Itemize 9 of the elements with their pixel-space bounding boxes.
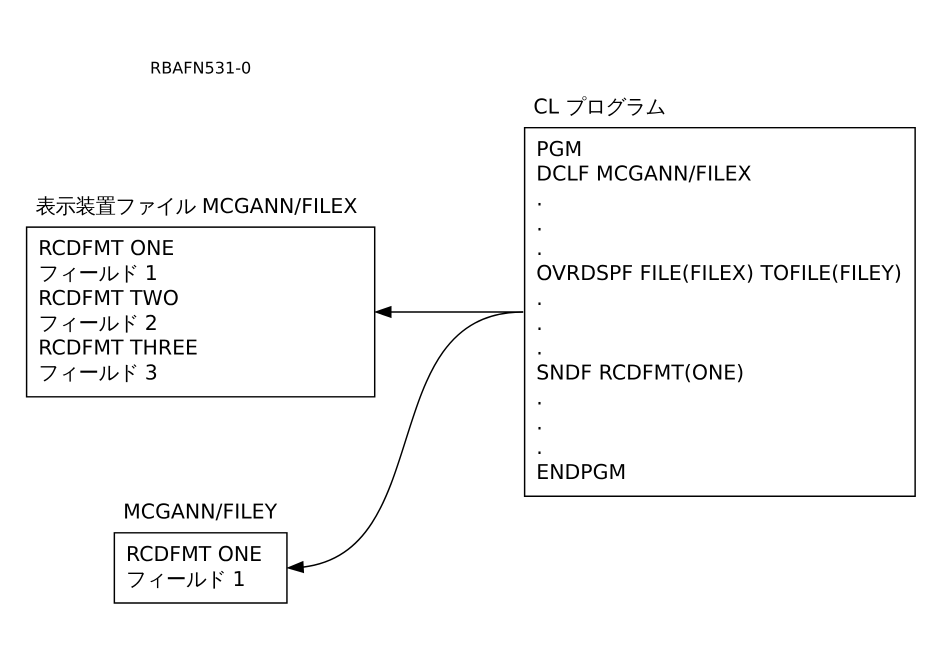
- node-box: RCDFMT ONE フィールド 1 RCDFMT TWO フィールド 2 RCDFMT THREE フィールド 3: [25, 226, 375, 398]
- arrow: [286, 310, 523, 573]
- label: RBAFN531-0: [150, 58, 251, 77]
- arrow: [373, 305, 523, 318]
- node-label: 表示装置ファイル MCGANN/FILEX: [34, 193, 357, 218]
- node-box: PGM DCLF MCGANN/FILEX . . . OVRDSPF FILE(FILEX) TOFILE(FILEY) . . . SNDF RCDFMT(ONE) . . . ENDPGM: [523, 126, 916, 496]
- node-label: CL プログラム: [532, 94, 666, 118]
- node-label: MCGANN/FILEY: [122, 498, 277, 523]
- node-box: RCDFMT ONE フィールド 1: [113, 532, 288, 604]
